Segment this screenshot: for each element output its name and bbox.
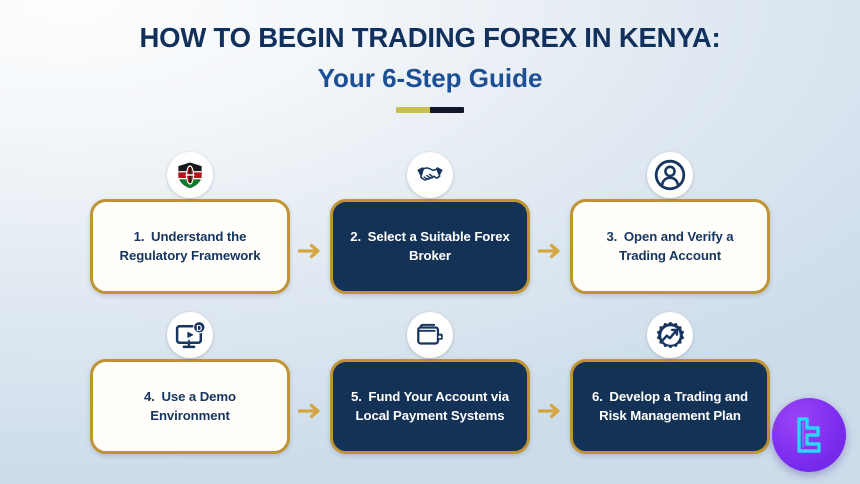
gear-growth-chart-icon xyxy=(647,312,693,358)
step-card-2-label: Select a Suitable Forex Broker xyxy=(367,228,510,263)
wallet-icon xyxy=(407,312,453,358)
next-step-arrow-4 xyxy=(530,312,570,462)
step-card-1[interactable]: 1. Understand the Regulatory Framework xyxy=(90,152,290,302)
divider-segment-olive xyxy=(396,107,430,114)
step-card-3-text: 3. Open and Verify a Trading Account xyxy=(573,228,767,265)
step-card-4-label: Use a Demo Environment xyxy=(150,388,236,423)
step-card-1-text: 1. Understand the Regulatory Framework xyxy=(93,228,287,265)
step-card-5-body[interactable]: 5. Fund Your Account via Local Payment S… xyxy=(330,359,530,454)
steps-grid: 1. Understand the Regulatory Framework xyxy=(0,152,860,472)
step-card-4-body[interactable]: 4. Use a Demo Environment xyxy=(90,359,290,454)
brand-logo-mark xyxy=(797,417,821,453)
step-card-5-label: Fund Your Account via Local Payment Syst… xyxy=(355,388,510,423)
step-card-1-label: Understand the Regulatory Framework xyxy=(119,228,261,263)
step-card-3[interactable]: 3. Open and Verify a Trading Account xyxy=(570,152,770,302)
steps-row-bottom: 4. Use a Demo Environment D xyxy=(0,312,860,472)
step-card-6-number: 6. xyxy=(592,388,603,404)
title-divider xyxy=(396,107,464,114)
title-block: HOW TO BEGIN TRADING FOREX IN KENYA: You… xyxy=(0,22,860,114)
step-card-5-text: 5. Fund Your Account via Local Payment S… xyxy=(333,388,527,425)
step-card-3-body[interactable]: 3. Open and Verify a Trading Account xyxy=(570,199,770,294)
step-card-3-number: 3. xyxy=(606,228,618,244)
page-title-line-1: HOW TO BEGIN TRADING FOREX IN KENYA: xyxy=(139,22,721,53)
step-card-2[interactable]: 2. Select a Suitable Forex Broker xyxy=(330,152,530,302)
kenya-shield-icon xyxy=(167,152,213,198)
step-card-4-text: 4. Use a Demo Environment xyxy=(93,388,287,425)
next-step-arrow-3 xyxy=(290,312,330,462)
step-card-2-text: 2. Select a Suitable Forex Broker xyxy=(333,228,527,265)
step-card-2-body[interactable]: 2. Select a Suitable Forex Broker xyxy=(330,199,530,294)
user-account-icon xyxy=(647,152,693,198)
next-step-arrow-1 xyxy=(290,152,330,302)
step-card-1-body[interactable]: 1. Understand the Regulatory Framework xyxy=(90,199,290,294)
svg-text:D: D xyxy=(196,323,202,332)
step-card-2-number: 2. xyxy=(350,228,362,244)
step-card-1-number: 1. xyxy=(133,228,145,244)
brand-logo[interactable] xyxy=(772,398,846,472)
handshake-icon xyxy=(407,152,453,198)
divider-segment-dark xyxy=(430,107,464,114)
step-card-4[interactable]: 4. Use a Demo Environment D xyxy=(90,312,290,462)
step-card-5-number: 5. xyxy=(351,388,362,404)
step-card-4-number: 4. xyxy=(144,388,155,404)
step-card-3-label: Open and Verify a Trading Account xyxy=(618,228,734,263)
step-card-6[interactable]: 6. Develop a Trading and Risk Management… xyxy=(570,312,770,462)
step-card-5[interactable]: 5. Fund Your Account via Local Payment S… xyxy=(330,312,530,462)
step-card-6-body[interactable]: 6. Develop a Trading and Risk Management… xyxy=(570,359,770,454)
next-step-arrow-2 xyxy=(530,152,570,302)
page-title-line-2: Your 6-Step Guide xyxy=(317,62,543,93)
steps-row-top: 1. Understand the Regulatory Framework xyxy=(0,152,860,312)
step-card-6-label: Develop a Trading and Risk Management Pl… xyxy=(599,388,748,423)
step-card-6-text: 6. Develop a Trading and Risk Management… xyxy=(573,388,767,425)
demo-monitor-icon: D xyxy=(167,312,213,358)
